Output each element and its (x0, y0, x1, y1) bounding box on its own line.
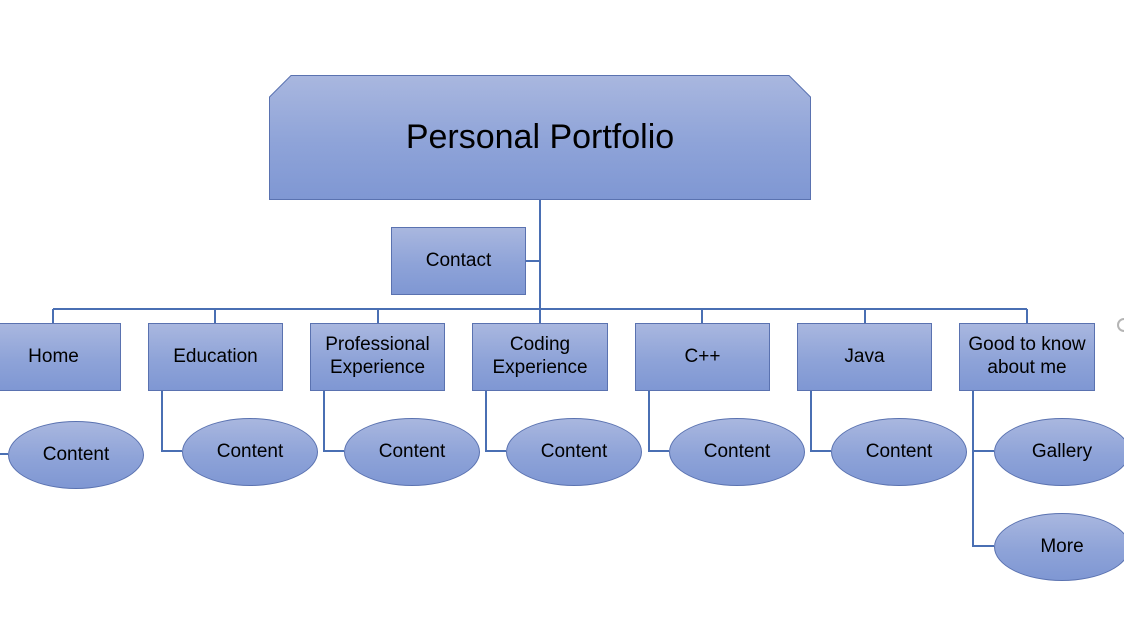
child-node-professional-content: Content (344, 418, 480, 486)
child-label-professional-content: Content (378, 441, 446, 462)
section-node-cpp: C++ (635, 323, 770, 391)
root-node-shape (269, 75, 811, 200)
child-node-education-content: Content (182, 418, 318, 486)
section-label-good-to-know: Good to know about me (968, 334, 1086, 378)
child-connector-professional (323, 390, 344, 452)
section-label-java: Java (844, 345, 885, 367)
section-label-home: Home (28, 345, 79, 367)
root-title: Personal Portfolio (405, 118, 675, 157)
child-label-coding-content: Content (540, 441, 608, 462)
section-node-education: Education (148, 323, 283, 391)
child-node-gallery: Gallery (994, 418, 1124, 486)
section-label-education: Education (173, 345, 258, 367)
child-connector-java (810, 390, 831, 452)
child-connector-cpp (648, 390, 669, 452)
child-connector-more (972, 390, 994, 547)
child-node-coding-content: Content (506, 418, 642, 486)
child-label-java-content: Content (865, 441, 933, 462)
section-node-java: Java (797, 323, 932, 391)
child-label-home-content: Content (42, 444, 110, 465)
child-label-gallery: Gallery (1031, 441, 1093, 462)
section-node-coding-experience: Coding Experience (472, 323, 608, 391)
child-label-more: More (1040, 536, 1084, 557)
child-node-more: More (994, 513, 1124, 581)
section-label-coding-experience: Coding Experience (492, 334, 588, 378)
section-node-professional-experience: Professional Experience (310, 323, 445, 391)
child-connector-coding (485, 390, 506, 452)
child-node-java-content: Content (831, 418, 967, 486)
root-node: Personal Portfolio (269, 75, 811, 200)
child-label-education-content: Content (216, 441, 284, 462)
child-node-cpp-content: Content (669, 418, 805, 486)
child-connector-education (161, 390, 182, 452)
contact-node: Contact (391, 227, 526, 295)
child-node-home-content: Content (8, 421, 144, 489)
section-label-cpp: C++ (684, 345, 721, 367)
child-label-cpp-content: Content (703, 441, 771, 462)
section-node-good-to-know: Good to know about me (959, 323, 1095, 391)
selection-handle[interactable] (1117, 318, 1124, 332)
section-label-professional-experience: Professional Experience (325, 334, 430, 378)
contact-label: Contact (425, 249, 492, 271)
section-node-home: Home (0, 323, 121, 391)
